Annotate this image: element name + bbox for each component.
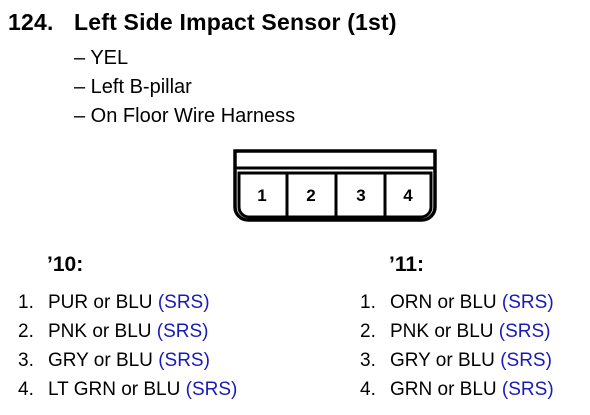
pin-wire-list: 1. PUR or BLU (SRS) 2. PNK or BLU (SRS) 3.…	[18, 288, 237, 404]
wire-color: PUR or BLU	[48, 292, 153, 313]
detail-harness: – On Floor Wire Harness	[74, 105, 296, 127]
pin-label-4: 4	[403, 186, 413, 205]
list-item: 2. PNK or BLU (SRS)	[18, 317, 237, 346]
pin-label-2: 2	[306, 186, 315, 205]
detail-color: – YEL	[74, 47, 129, 69]
item-number: 4.	[360, 379, 376, 400]
system-link[interactable]: (SRS)	[501, 292, 554, 313]
system-link[interactable]: (SRS)	[501, 379, 554, 400]
list-item: 3. GRY or BLU (SRS)	[360, 346, 554, 375]
system-link[interactable]: (SRS)	[156, 321, 209, 342]
list-item: 1. PUR or BLU (SRS)	[18, 288, 237, 317]
system-link[interactable]: (SRS)	[185, 379, 238, 400]
item-number: 1.	[18, 292, 34, 313]
item-number: 2.	[18, 321, 34, 342]
year-2010-column: ’10: 1. PUR or BLU (SRS) 2. PNK or BLU (SR…	[18, 252, 237, 404]
year-heading: ’10:	[47, 253, 84, 276]
list-item: 4. GRN or BLU (SRS)	[360, 375, 554, 404]
year-2011-column: ’11: 1. ORN or BLU (SRS) 2. PNK or BLU (SR…	[360, 252, 554, 404]
title-text: Left Side Impact Sensor (1st)	[74, 9, 397, 35]
detail-list: – YEL – Left B-pillar – On Floor Wire Ha…	[74, 44, 295, 131]
list-item: 2. PNK or BLU (SRS)	[360, 317, 554, 346]
system-link[interactable]: (SRS)	[157, 292, 210, 313]
item-number: 3.	[18, 350, 34, 371]
wire-color: PNK or BLU	[48, 321, 152, 342]
detail-location: – Left B-pillar	[74, 76, 192, 98]
system-link[interactable]: (SRS)	[498, 321, 551, 342]
pin-label-1: 1	[257, 186, 266, 205]
year-heading: ’11:	[389, 253, 425, 276]
pin-wire-list: 1. ORN or BLU (SRS) 2. PNK or BLU (SRS) 3.…	[360, 288, 554, 404]
connector-diagram: 1 2 3 4	[233, 149, 437, 222]
item-number: 3.	[360, 350, 376, 371]
list-item: 4. LT GRN or BLU (SRS)	[18, 375, 237, 404]
wire-color: LT GRN or BLU	[48, 379, 181, 400]
wire-color: GRN or BLU	[390, 379, 497, 400]
pin-label-3: 3	[356, 186, 365, 205]
wire-color: ORN or BLU	[390, 292, 497, 313]
wire-color: GRY or BLU	[48, 350, 153, 371]
item-number: 4.	[18, 379, 34, 400]
list-item: 1. ORN or BLU (SRS)	[360, 288, 554, 317]
system-link[interactable]: (SRS)	[158, 350, 210, 371]
wire-color: GRY or BLU	[390, 350, 495, 371]
item-number: 2.	[360, 321, 376, 342]
wire-color: PNK or BLU	[390, 321, 494, 342]
item-number: 1.	[360, 292, 376, 313]
page-title: 124. Left Side Impact Sensor (1st)	[8, 9, 397, 36]
connector-pin-cell-4	[383, 171, 433, 219]
title-number: 124.	[8, 9, 54, 35]
list-item: 3. GRY or BLU (SRS)	[18, 346, 237, 375]
system-link[interactable]: (SRS)	[500, 350, 552, 371]
